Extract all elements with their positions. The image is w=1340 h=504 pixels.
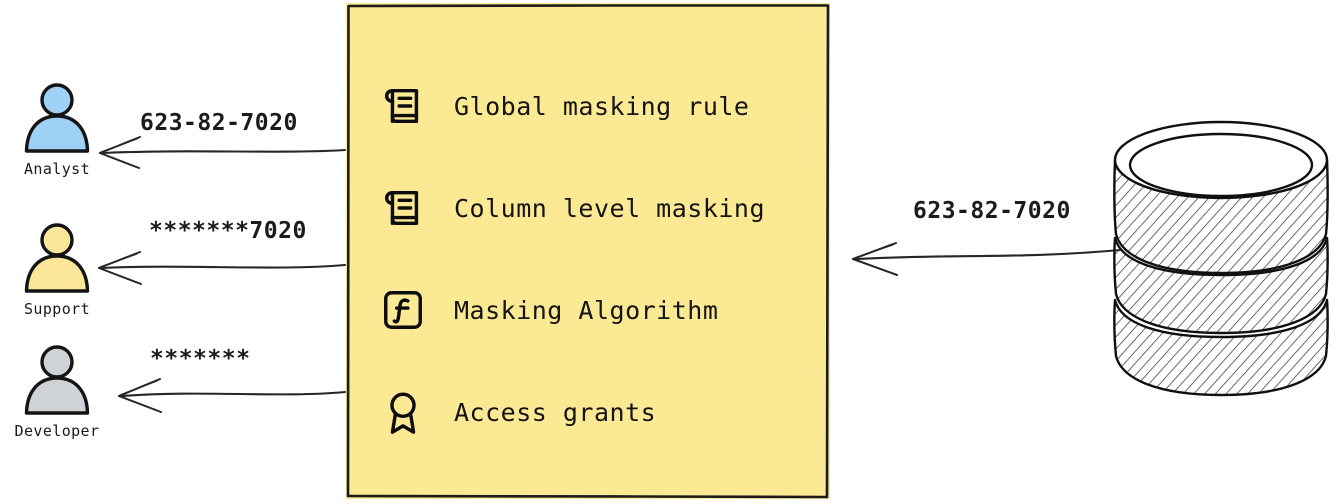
actor-label: Developer [14, 422, 100, 440]
flow-label-analyst: 623-82-7020 [140, 110, 298, 136]
arrow-to-support [98, 251, 347, 285]
policy-item-list: Global masking rule Column level maskin [346, 3, 830, 499]
award-ribbon-icon [390, 392, 416, 434]
actor-label: Support [23, 300, 90, 318]
arrow-to-analyst [99, 136, 347, 169]
policy-item-label: Access grants [454, 397, 657, 427]
policy-item-masking-algorithm[interactable]: Masking Algorithm [346, 259, 830, 361]
person-icon [24, 83, 90, 153]
actor-developer[interactable]: Developer [2, 340, 112, 440]
policy-item-label: Global masking rule [454, 91, 750, 121]
policy-panel: Global masking rule Column level maskin [346, 3, 830, 499]
flow-label-developer: ******* [150, 346, 251, 372]
flow-label-support: *******7020 [149, 218, 307, 244]
person-icon [24, 345, 90, 415]
arrow-to-developer [118, 378, 347, 413]
person-icon [24, 223, 90, 293]
scroll-icon [384, 190, 419, 226]
policy-item-access-grants[interactable]: Access grants [346, 361, 830, 463]
policy-item-label: Masking Algorithm [454, 295, 719, 325]
scroll-icon [384, 88, 419, 124]
policy-item-label: Column level masking [454, 193, 766, 223]
database-cylinder-icon[interactable] [1108, 118, 1334, 400]
actor-support[interactable]: Support [2, 218, 112, 318]
actor-label: Analyst [23, 160, 90, 178]
flow-label-database: 623-82-7020 [913, 198, 1071, 224]
actor-analyst[interactable]: Analyst [2, 78, 112, 178]
function-square-icon [384, 291, 422, 329]
policy-item-global-masking-rule[interactable]: Global masking rule [346, 55, 830, 157]
arrow-from-database [852, 242, 1122, 276]
policy-item-column-level-masking[interactable]: Column level masking [346, 157, 830, 259]
